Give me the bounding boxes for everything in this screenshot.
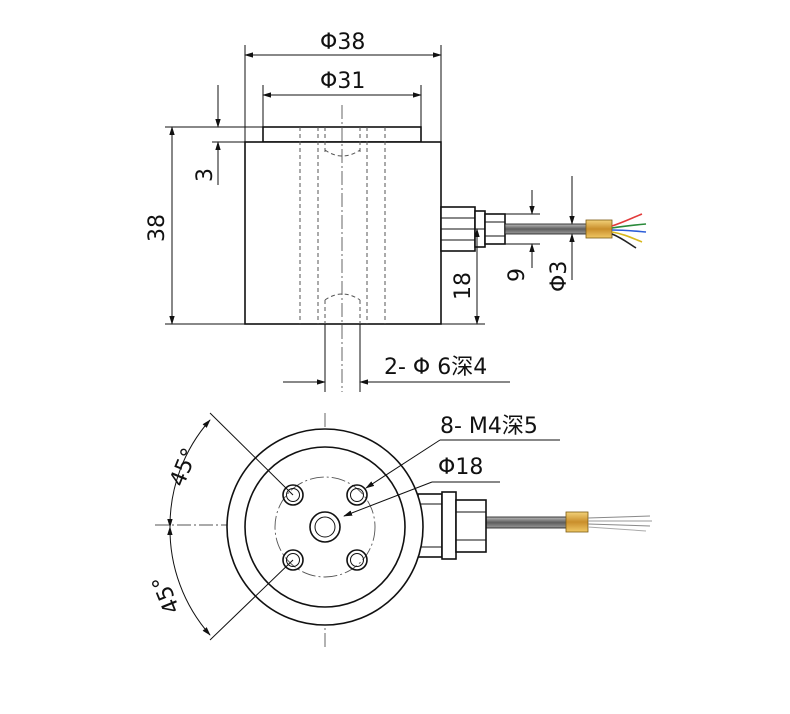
connector-brass-top — [565, 511, 589, 533]
step-height-label: 3 — [193, 168, 218, 182]
wires-side — [611, 213, 647, 249]
cable-diameter-label: Φ3 — [547, 261, 572, 292]
connector-brass-side — [585, 219, 613, 239]
cable-side — [504, 223, 588, 235]
center-hole — [309, 511, 341, 543]
boss-outline-top — [244, 446, 406, 608]
top-view: 45° 45° 8- M4深5 Φ18 — [148, 412, 652, 648]
bolt-circle-label: Φ18 — [438, 455, 483, 480]
cable-gland-top — [417, 491, 652, 560]
mount-holes-label: 8- M4深5 — [440, 414, 538, 439]
body-height-label: 38 — [145, 214, 170, 242]
sensor-body — [244, 141, 442, 325]
inner-diameter-label: Φ31 — [320, 69, 365, 94]
angle-upper-label: 45° — [165, 445, 203, 491]
side-view: Φ38 Φ31 3 38 18 9 Φ3 — [145, 30, 647, 392]
cable-height-label: 18 — [451, 272, 476, 300]
mount-holes — [282, 484, 368, 571]
bottom-holes-label: 2- Φ 6深4 — [384, 355, 487, 380]
angle-lower-label: 45° — [148, 572, 186, 618]
wires-top — [587, 515, 652, 532]
cable-top — [484, 516, 568, 529]
outer-diameter-label: Φ38 — [320, 30, 365, 55]
gland-size-label: 9 — [505, 268, 530, 282]
